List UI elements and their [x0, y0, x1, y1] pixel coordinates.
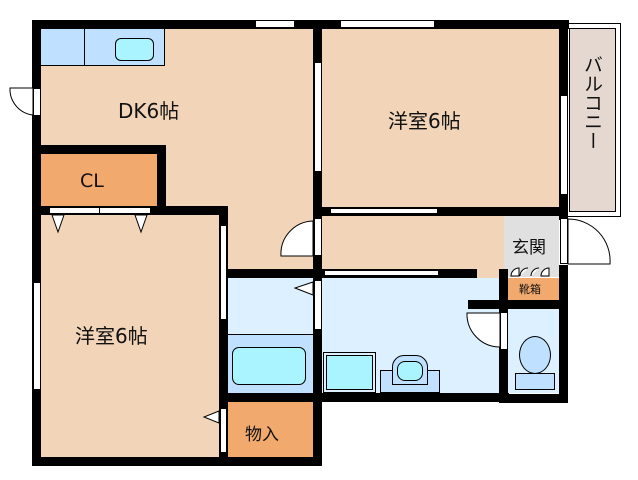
wall: [468, 300, 508, 309]
window[interactable]: [33, 282, 41, 390]
hallway: [322, 215, 504, 271]
washing-machine: [323, 352, 376, 393]
closet-door[interactable]: [49, 207, 151, 214]
wall: [157, 145, 166, 215]
wall: [219, 393, 509, 402]
balcony: [565, 24, 620, 216]
room-label-closet: CL: [80, 170, 104, 192]
wall: [499, 300, 568, 309]
window[interactable]: [255, 20, 295, 28]
wall: [219, 206, 228, 466]
wall: [32, 20, 41, 466]
room-label-western-1: 洋室6帖: [388, 109, 461, 133]
bathtub: [232, 347, 306, 385]
room-label-dk: DK6帖: [118, 99, 180, 123]
wall: [32, 457, 322, 466]
room-label-shoe-box: 靴箱: [519, 283, 541, 296]
wall: [313, 207, 568, 216]
western-room-2: [40, 215, 220, 457]
wall: [559, 265, 568, 403]
toilet-tank: [515, 373, 555, 390]
toilet-bowl: [519, 336, 551, 374]
western-room-1: [322, 28, 560, 208]
wall: [313, 270, 322, 466]
sliding-door[interactable]: [220, 225, 227, 320]
entrance: [504, 215, 559, 277]
door[interactable]: [314, 280, 322, 330]
storage: [228, 402, 313, 457]
kitchen-sink: [115, 38, 154, 61]
closet-door-divider: [99, 207, 100, 214]
wall: [32, 145, 166, 154]
door[interactable]: [314, 218, 322, 256]
wash-basin-bowl: [397, 361, 423, 381]
sliding-door[interactable]: [324, 270, 439, 276]
closet: [40, 154, 157, 206]
sliding-door[interactable]: [330, 208, 438, 214]
wall: [32, 20, 569, 29]
room-label-storage: 物入: [245, 425, 279, 445]
shoe-box: [508, 278, 560, 300]
room-label-balcony: バルコニー: [581, 55, 603, 150]
room-label-western-2: 洋室6帖: [75, 324, 148, 348]
window[interactable]: [560, 95, 568, 195]
window[interactable]: [340, 20, 435, 28]
bath-divider: [228, 334, 313, 335]
window[interactable]: [314, 62, 322, 172]
room-label-entrance: 玄関: [512, 238, 546, 258]
wall: [499, 394, 568, 403]
door[interactable]: [220, 408, 227, 453]
counter-divider: [84, 28, 85, 66]
wall: [499, 270, 508, 310]
